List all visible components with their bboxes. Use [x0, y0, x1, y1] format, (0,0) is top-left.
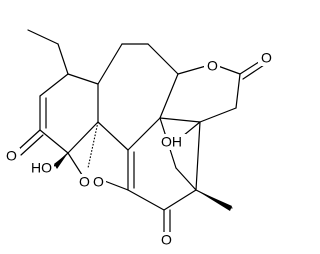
label-ring-oxygen: O	[207, 58, 218, 74]
bg-ring-oxygen	[204, 58, 220, 74]
bond-ring-c2	[127, 189, 165, 211]
bond-lactone-5	[159, 117, 201, 123]
bg-oh-right	[160, 134, 186, 150]
bg-bridge-o2	[92, 174, 106, 190]
bond-bridge-dash-1	[87, 121, 99, 169]
bond-ketone-left	[17, 129, 41, 151]
wedge-left-ho	[54, 153, 68, 169]
bg-lactone-oxygen	[258, 50, 274, 66]
bond-ketone-left-b	[20, 134, 44, 156]
bg-bridge-o1	[78, 174, 92, 190]
label-bridge-oxygen-2: O	[93, 174, 104, 190]
chemical-structure-diagram: O O O HO O O OH O	[4, 29, 274, 248]
bond-methyl-top	[27, 29, 59, 45]
bond-ring-a1	[39, 73, 69, 97]
bond-ring-a4	[67, 73, 99, 85]
bond-methyl-down	[57, 43, 69, 75]
bond-ring-a6	[67, 121, 99, 154]
bond-ring-c3	[163, 189, 197, 211]
label-hydroxyl-left: HO	[31, 160, 52, 176]
bond-lactone-2	[217, 65, 241, 75]
bond-ring-b4	[159, 73, 179, 119]
bond-bridge-3	[101, 179, 129, 191]
bond-ring-b3	[147, 43, 179, 75]
bond-lactone-4	[199, 107, 237, 123]
bond-ring-a3	[39, 129, 69, 154]
label-bottom-ketone-oxygen: O	[161, 232, 172, 248]
label-lactone-oxygen: O	[261, 50, 272, 66]
bond-lactone-co-b	[242, 64, 265, 80]
bond-ch2-bridge-b	[175, 167, 197, 191]
label-hydroxyl-right: OH	[161, 134, 182, 150]
bg-ho-left	[30, 160, 54, 176]
label-left-ketone-oxygen: O	[6, 148, 17, 164]
bg-left-ketone	[4, 148, 20, 164]
bond-bridge-2	[67, 152, 85, 179]
bg-bottom-oxygen	[159, 232, 175, 248]
bond-lactone-1	[177, 65, 207, 75]
wedge-bottom-methyl	[196, 190, 232, 211]
bond-ring-b1	[97, 43, 123, 85]
bond-ring-b6	[97, 121, 129, 151]
bond-ring-c4	[195, 121, 201, 191]
label-bridge-oxygen-1: O	[79, 174, 90, 190]
bond-ring-b5	[127, 117, 161, 151]
bond-lactone-3	[235, 73, 241, 109]
